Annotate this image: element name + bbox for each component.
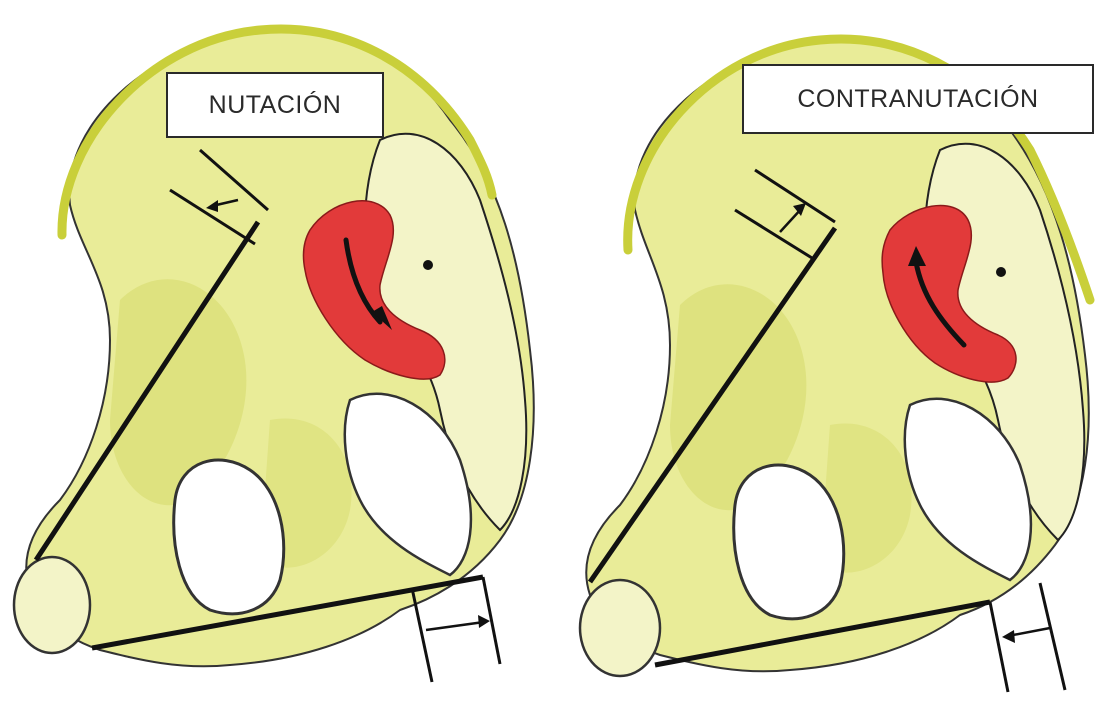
pubic-end <box>14 557 90 653</box>
counter-nutation-label: CONTRANUTACIÓN <box>742 64 1094 134</box>
counter-nutation-panel: CONTRANUTACIÓN <box>550 0 1099 713</box>
dimension-arrowhead-bottom <box>1002 630 1015 643</box>
dimension-arrowhead-bottom <box>478 615 490 628</box>
sacral-foramen-dot <box>423 260 433 270</box>
nutation-label: NUTACIÓN <box>166 72 384 138</box>
nutation-panel: NUTACIÓN <box>0 0 550 713</box>
sacral-foramen-dot <box>996 267 1006 277</box>
dimension-arrow-bottom <box>426 622 484 630</box>
dimension-line-bottom-b <box>1040 583 1065 690</box>
pubic-end <box>580 580 660 676</box>
dimension-line-bottom-a <box>990 602 1008 692</box>
